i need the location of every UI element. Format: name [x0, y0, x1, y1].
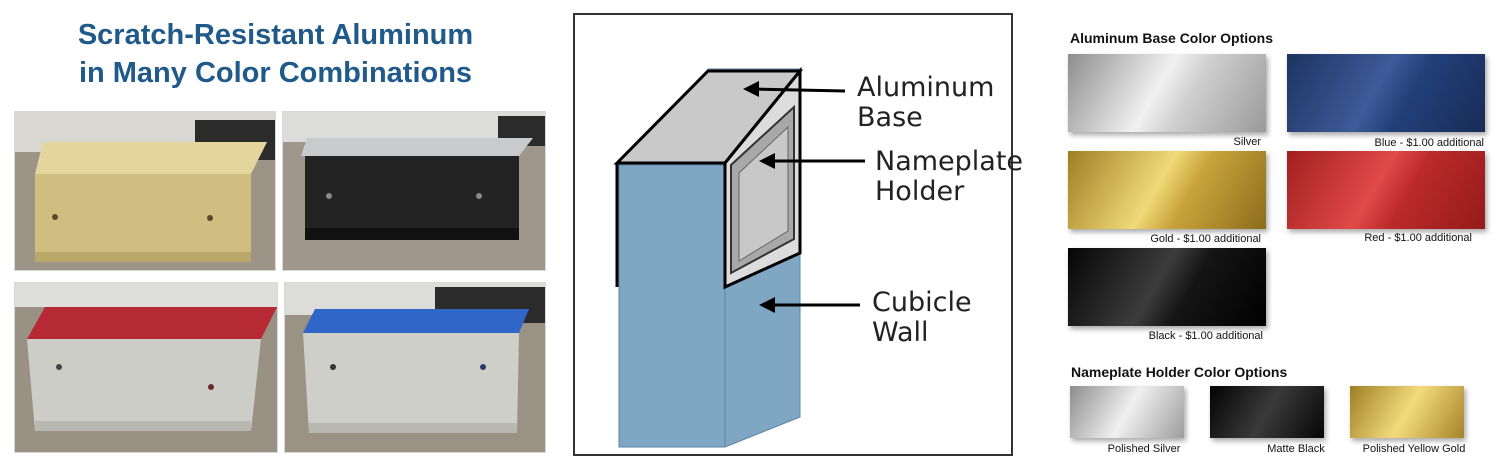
nameplate-holder-label-line-2: Holder	[875, 176, 965, 207]
base-swatch-red-label: Red - $1.00 additional	[1364, 232, 1472, 244]
aluminum-base-label-line-2: Base	[857, 102, 923, 133]
gold-nameplate-photo	[14, 111, 276, 271]
aluminum-base-label: Aluminum Base	[857, 73, 994, 133]
base-swatch-black[interactable]	[1068, 248, 1266, 326]
holder-swatch-matte-black-label: Matte Black	[1267, 443, 1325, 455]
holder-swatch-polished-silver-label: Polished Silver	[1107, 443, 1181, 455]
base-swatch-silver-label: Silver	[1233, 136, 1261, 148]
base-swatch-blue[interactable]	[1287, 54, 1485, 132]
base-swatch-red[interactable]	[1287, 151, 1485, 229]
nameplate-holder-label: Nameplate Holder	[875, 147, 1023, 207]
holder-swatch-polished-yellow-gold-label: Polished Yellow Gold	[1362, 443, 1466, 455]
headline-line-2: in Many Color Combinations	[78, 57, 473, 89]
black-nameplate-photo	[282, 111, 546, 271]
holder-swatch-polished-silver[interactable]	[1070, 386, 1184, 438]
holder-swatch-matte-black[interactable]	[1210, 386, 1324, 438]
cubicle-wall-label-line-2: Wall	[872, 317, 929, 348]
cubicle-wall-label: Cubicle Wall	[872, 288, 972, 348]
headline: Scratch-Resistant Aluminum in Many Color…	[18, 16, 533, 92]
base-swatch-gold-label: Gold - $1.00 additional	[1150, 233, 1261, 245]
red-nameplate-photo	[14, 282, 278, 453]
nameplate-holder-label-line-1: Nameplate	[875, 146, 1024, 177]
base-options-title: Aluminum Base Color Options	[1070, 30, 1274, 46]
base-swatch-blue-label: Blue - $1.00 additional	[1374, 137, 1484, 149]
mounting-diagram: Aluminum Base Nameplate Holder Cubicle W…	[573, 13, 1023, 456]
cubicle-wall-label-line-1: Cubicle	[872, 287, 972, 318]
base-swatch-silver[interactable]	[1068, 54, 1266, 132]
headline-line-1: Scratch-Resistant Aluminum	[77, 19, 474, 51]
aluminum-base-label-line-1: Aluminum	[857, 72, 995, 103]
holder-options-title: Nameplate Holder Color Options	[1071, 364, 1288, 380]
cubicle-diagram-drawing	[613, 66, 865, 448]
holder-swatch-polished-yellow-gold[interactable]	[1350, 386, 1464, 438]
base-swatch-black-label: Black - $1.00 additional	[1148, 330, 1263, 342]
blue-nameplate-photo	[284, 282, 546, 453]
base-swatch-gold[interactable]	[1068, 151, 1266, 229]
